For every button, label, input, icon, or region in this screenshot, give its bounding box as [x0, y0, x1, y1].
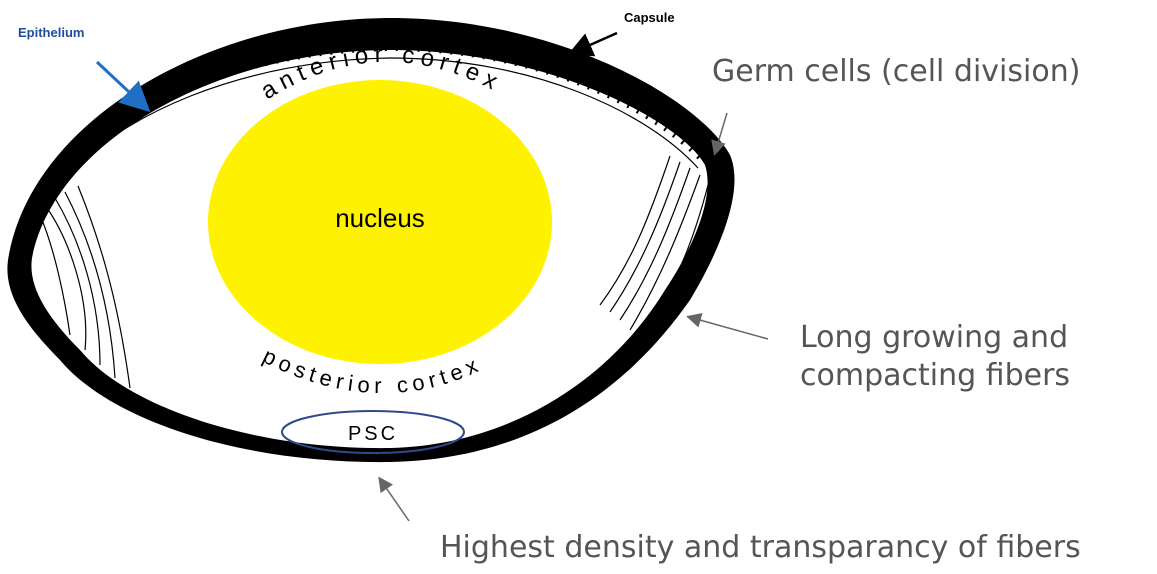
capsule-arrow [572, 33, 617, 53]
capsule-label: Capsule [624, 10, 675, 25]
nucleus-label: nucleus [335, 203, 425, 233]
density-arrow [380, 479, 409, 521]
fibers-callout-line2: compacting fibers [800, 358, 1070, 394]
fibers-callout-line1: Long growing and [800, 320, 1068, 356]
germ-cells-callout: Germ cells (cell division) [712, 54, 1080, 90]
density-callout: Highest density and transparancy of fibe… [440, 530, 1081, 566]
epithelium-label: Epithelium [18, 25, 84, 40]
psc-label: PSC [348, 423, 398, 445]
fibers-arrow [689, 317, 768, 339]
